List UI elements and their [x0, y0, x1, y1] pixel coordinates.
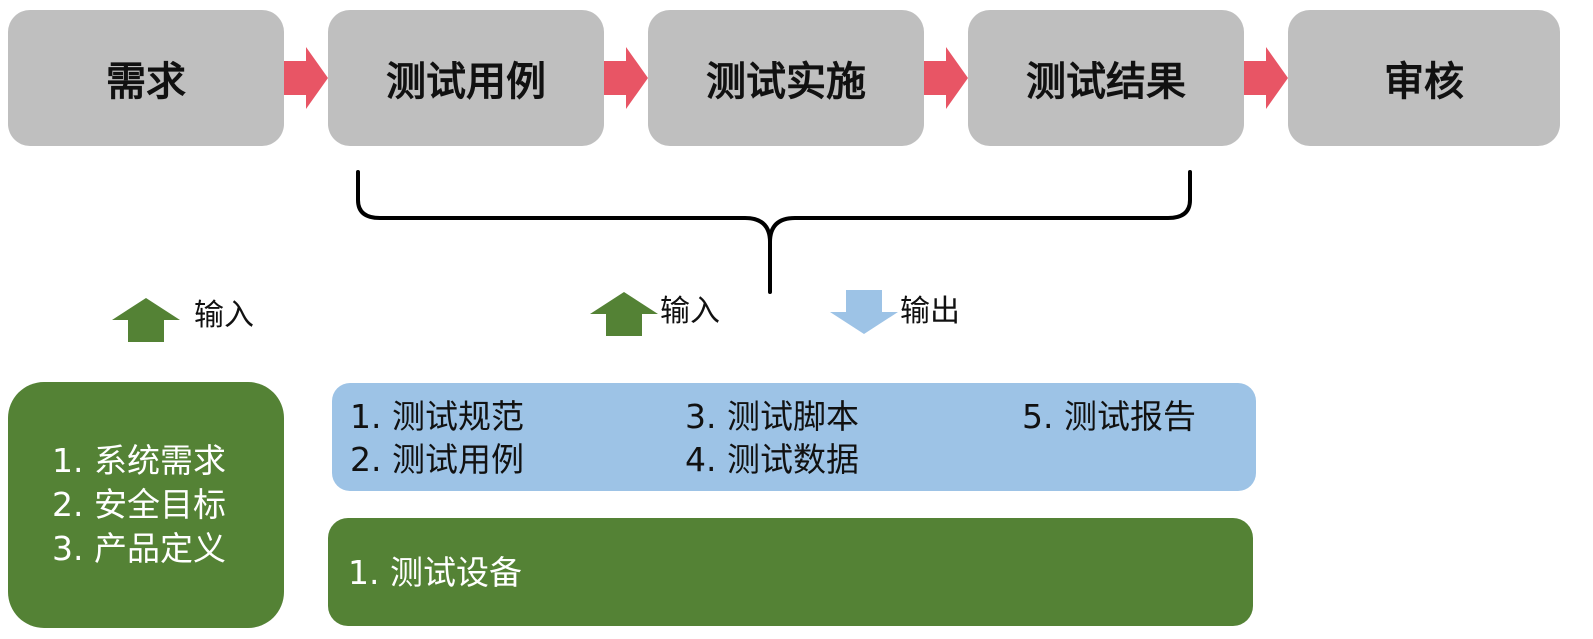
- input-item: 3. 产品定义: [52, 529, 226, 568]
- arrow-right-icon: [924, 47, 968, 109]
- arrow-right-icon: [1244, 47, 1288, 109]
- output-items-box: 1. 测试规范 2. 测试用例 3. 测试脚本 4. 测试数据 5. 测试报告: [332, 383, 1256, 491]
- stage-label: 测试用例: [386, 59, 546, 105]
- input-label: 输入: [660, 294, 720, 329]
- arrow-up-icon: [112, 298, 180, 342]
- output-item: 5. 测试报告: [1022, 397, 1196, 436]
- arrow-down-icon: [830, 290, 898, 334]
- stage-requirements: 需求: [8, 10, 284, 146]
- stage-label: 审核: [1384, 59, 1464, 105]
- output-item: 2. 测试用例: [350, 440, 524, 479]
- stage-review: 审核: [1288, 10, 1560, 146]
- left-input-label: 输入: [194, 298, 254, 333]
- stage-test-cases: 测试用例: [328, 10, 604, 146]
- output-item: 3. 测试脚本: [685, 397, 859, 436]
- stage-label: 需求: [106, 59, 186, 105]
- stage-test-execution: 测试实施: [648, 10, 924, 146]
- stage-test-results: 测试结果: [968, 10, 1244, 146]
- input-items-box: 1. 系统需求 2. 安全目标 3. 产品定义: [8, 382, 284, 628]
- output-item: 1. 测试规范: [350, 397, 524, 436]
- output-label: 输出: [900, 294, 960, 329]
- arrow-up-icon: [590, 292, 658, 336]
- stage-label: 测试实施: [706, 59, 866, 105]
- equipment-box: 1. 测试设备: [328, 518, 1253, 626]
- output-item: 4. 测试数据: [685, 440, 859, 479]
- grouping-brace: [356, 170, 1192, 294]
- arrow-right-icon: [284, 47, 328, 109]
- equipment-item: 1. 测试设备: [348, 553, 522, 592]
- input-item: 2. 安全目标: [52, 485, 226, 524]
- arrow-right-icon: [604, 47, 648, 109]
- stage-label: 测试结果: [1026, 59, 1186, 105]
- input-item: 1. 系统需求: [52, 441, 226, 480]
